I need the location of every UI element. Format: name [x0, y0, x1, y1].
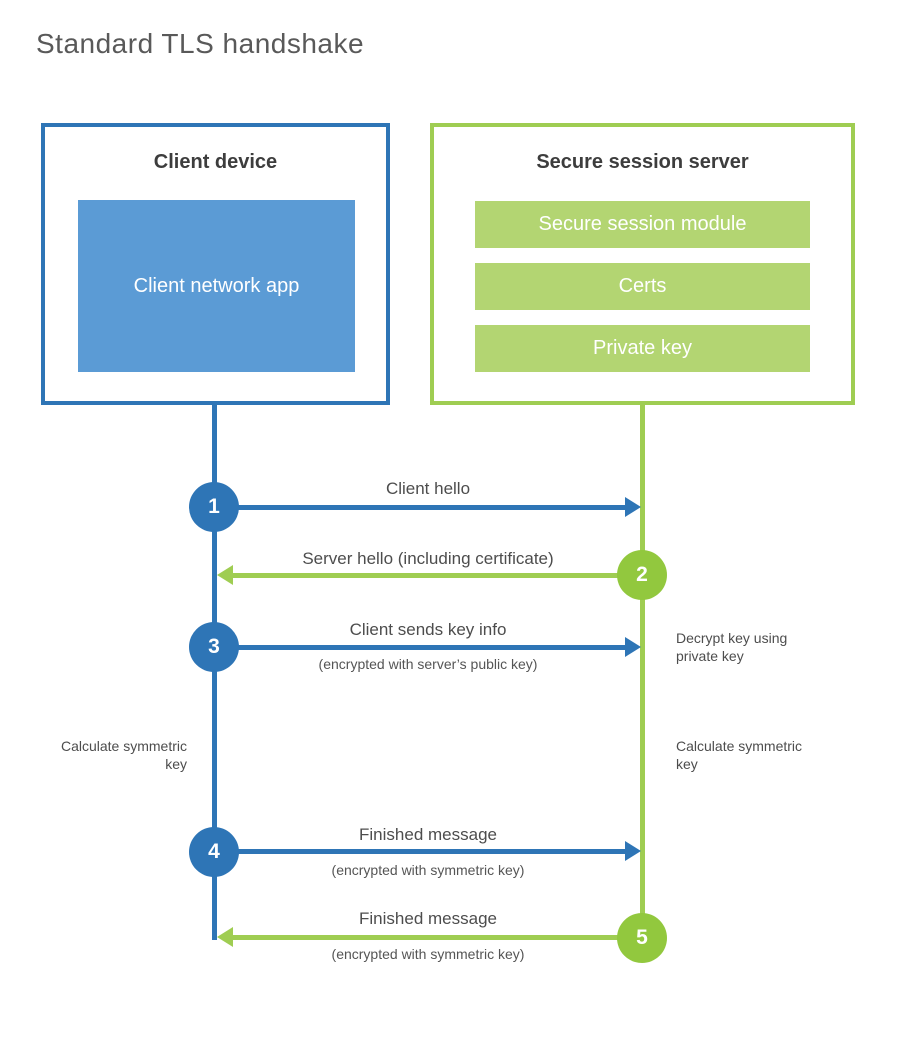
step-3-arrow-line [214, 645, 626, 650]
step-1-arrowhead-right-icon [625, 497, 641, 517]
step-4-arrow-line [214, 849, 626, 854]
page-title: Standard TLS handshake [36, 28, 365, 59]
step-2-arrow-line [233, 573, 642, 578]
step-4-label: Finished message [359, 825, 497, 844]
server-module-private-key: Private key [475, 325, 810, 372]
calculate-symmetric-key-note-server: Calculate symmetric key [676, 738, 803, 772]
step-5-badge: 5 [617, 913, 667, 963]
step-4-sublabel: (encrypted with symmetric key) [331, 862, 525, 878]
step-4-arrowhead-right-icon [625, 841, 641, 861]
step-5-sublabel: (encrypted with symmetric key) [331, 946, 525, 962]
step-2-arrowhead-left-icon [217, 565, 233, 585]
step-5-label: Finished message [359, 909, 497, 928]
step-3-arrowhead-right-icon [625, 637, 641, 657]
server-lifeline [640, 405, 645, 938]
decrypt-key-note: Decrypt key using private key [676, 630, 788, 664]
step-5-arrow-line [233, 935, 642, 940]
step-1-badge: 1 [189, 482, 239, 532]
secure-session-server-box-title: Secure session server [536, 151, 749, 173]
client-network-app-node: Client network app [78, 200, 355, 372]
step-3-sublabel: (encrypted with server’s public key) [318, 656, 538, 672]
client-device-box-title: Client device [153, 151, 278, 173]
step-4-badge: 4 [189, 827, 239, 877]
calculate-symmetric-key-note-client: Calculate symmetric key [60, 738, 187, 772]
step-3-label: Client sends key info [349, 620, 507, 639]
server-module-secure-session-module: Secure session module [475, 201, 810, 248]
client-lifeline [212, 405, 217, 940]
step-2-label: Server hello (including certificate) [302, 549, 554, 568]
step-5-arrowhead-left-icon [217, 927, 233, 947]
server-module-certs: Certs [475, 263, 810, 310]
step-1-label: Client hello [385, 479, 471, 498]
step-1-arrow-line [214, 505, 626, 510]
step-3-badge: 3 [189, 622, 239, 672]
step-2-badge: 2 [617, 550, 667, 600]
